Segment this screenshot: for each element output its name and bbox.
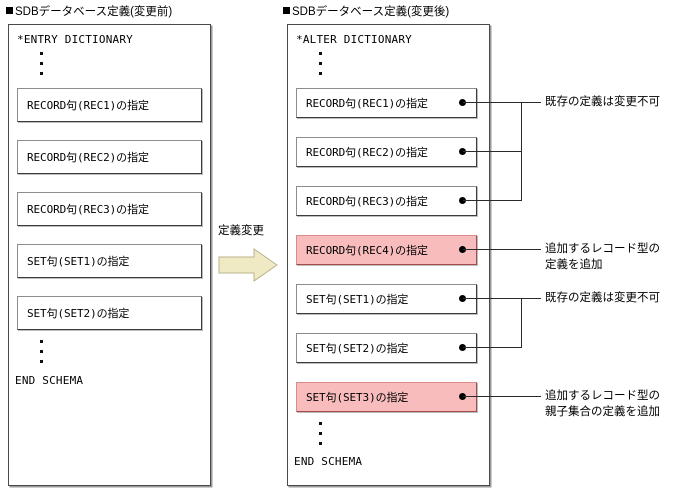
anchor-dot-rec4	[459, 246, 466, 253]
annotation-added-record-line2: 定義を追加	[545, 259, 603, 271]
left-statement-rec1: RECORD句(REC1)の指定	[17, 88, 202, 122]
anchor-dot-set3	[459, 393, 466, 400]
left-statement-rec3-label: RECORD句(REC3)の指定	[27, 203, 149, 216]
right-statement-rec2-label: RECORD句(REC2)の指定	[306, 146, 428, 159]
left-panel-caption-text: SDBデータベース定義(変更前)	[15, 6, 173, 18]
connector-rec2-h	[463, 151, 521, 152]
left-statement-set1: SET句(SET1)の指定	[17, 244, 202, 278]
left-statement-set1-label: SET句(SET1)の指定	[27, 255, 130, 268]
left-panel-header: *ENTRY DICTIONARY	[17, 33, 133, 46]
right-statement-rec4: RECORD句(REC4)の指定	[296, 235, 477, 265]
right-statement-set1-label: SET句(SET1)の指定	[306, 293, 409, 306]
transition-label: 定義変更	[218, 225, 264, 237]
right-statement-rec1-label: RECORD句(REC1)の指定	[306, 97, 428, 110]
bullet-square-icon	[6, 7, 13, 14]
left-statement-rec2-label: RECORD句(REC2)の指定	[27, 151, 149, 164]
connector-rec1-h	[463, 102, 521, 103]
right-statement-rec2: RECORD句(REC2)の指定	[296, 137, 477, 167]
anchor-dot-rec1	[459, 99, 466, 106]
left-panel-caption: SDBデータベース定義(変更前)	[6, 6, 172, 19]
right-panel-caption-text: SDBデータベース定義(変更後)	[292, 6, 450, 18]
left-panel-footer: END SCHEMA	[15, 374, 84, 387]
connector-group1-v	[521, 102, 522, 201]
connector-set2-h	[463, 347, 521, 348]
left-statement-rec3: RECORD句(REC3)の指定	[17, 192, 202, 226]
anchor-dot-rec2	[459, 148, 466, 155]
annotation-added-record-line1: 追加するレコード型の	[545, 243, 660, 255]
left-statement-set2: SET句(SET2)の指定	[17, 296, 202, 330]
right-statement-set2: SET句(SET2)の指定	[296, 333, 477, 363]
right-statement-set3: SET句(SET3)の指定	[296, 382, 477, 412]
anchor-dot-rec3	[459, 197, 466, 204]
right-panel-header: *ALTER DICTIONARY	[296, 33, 412, 46]
right-statement-rec3: RECORD句(REC3)の指定	[296, 186, 477, 216]
anchor-dot-set2	[459, 344, 466, 351]
right-statement-rec3-label: RECORD句(REC3)の指定	[306, 195, 428, 208]
annotation-existing-records: 既存の定義は変更不可	[545, 94, 660, 110]
right-statement-set2-label: SET句(SET2)の指定	[306, 342, 409, 355]
connector-group1-leader	[521, 102, 541, 103]
connector-group3-leader	[521, 298, 541, 299]
left-bottom-ellipsis	[40, 340, 43, 370]
right-statement-set1: SET句(SET1)の指定	[296, 284, 477, 314]
annotation-existing-records-line1: 既存の定義は変更不可	[545, 96, 660, 108]
annotation-existing-sets-line1: 既存の定義は変更不可	[545, 292, 660, 304]
annotation-existing-sets: 既存の定義は変更不可	[545, 290, 660, 306]
annotation-added-set-line2: 親子集合の定義を追加	[545, 406, 660, 418]
right-statement-rec4-label: RECORD句(REC4)の指定	[306, 244, 428, 257]
left-statement-rec2: RECORD句(REC2)の指定	[17, 140, 202, 174]
transition-arrow-icon	[218, 248, 278, 282]
right-panel-footer: END SCHEMA	[294, 455, 363, 468]
connector-rec4-leader	[463, 249, 541, 250]
annotation-added-set-line1: 追加するレコード型の	[545, 390, 660, 402]
right-statement-rec1: RECORD句(REC1)の指定	[296, 88, 477, 118]
connector-set3-leader	[463, 396, 541, 397]
right-top-ellipsis	[319, 52, 322, 82]
right-panel-caption: SDBデータベース定義(変更後)	[283, 6, 449, 19]
annotation-added-set: 追加するレコード型の 親子集合の定義を追加	[545, 388, 660, 420]
bullet-square-icon-2	[283, 7, 290, 14]
connector-set1-h	[463, 298, 521, 299]
connector-group3-v	[521, 298, 522, 348]
left-statement-set2-label: SET句(SET2)の指定	[27, 307, 130, 320]
anchor-dot-set1	[459, 295, 466, 302]
connector-rec3-h	[463, 200, 521, 201]
left-statement-rec1-label: RECORD句(REC1)の指定	[27, 99, 149, 112]
left-top-ellipsis	[40, 52, 43, 82]
right-bottom-ellipsis	[319, 422, 322, 452]
annotation-added-record: 追加するレコード型の 定義を追加	[545, 241, 660, 273]
right-statement-set3-label: SET句(SET3)の指定	[306, 391, 409, 404]
